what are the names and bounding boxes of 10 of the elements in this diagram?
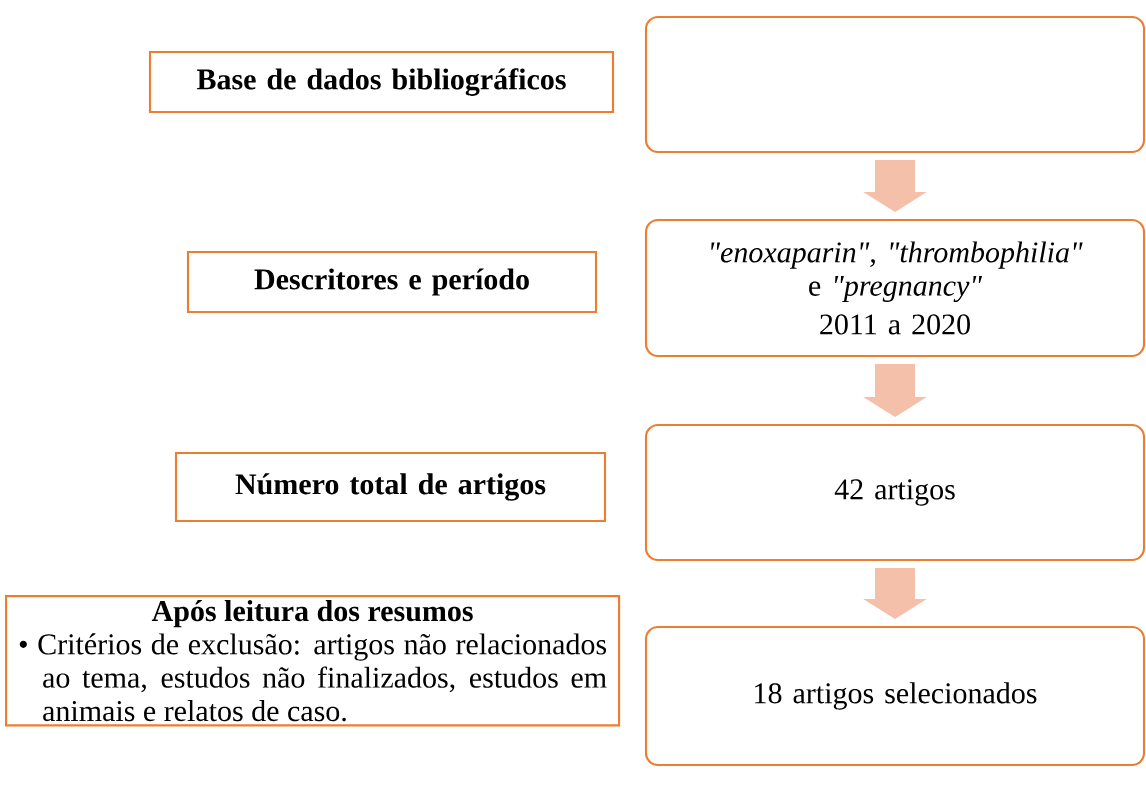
process-box: 42 artigos xyxy=(644,423,1146,562)
label-box: Descritores e período xyxy=(186,250,598,314)
box-heading: Após leitura dos resumos xyxy=(151,600,473,628)
process-box: "enoxaparin", "thrombophilia" e "pregnancy" 2011 a 2020 xyxy=(644,218,1146,358)
process-box: 18 artigos selecionados xyxy=(644,625,1146,767)
note-box xyxy=(5,595,621,727)
process-box xyxy=(644,15,1146,154)
label-box: Base de dados bibliográficos xyxy=(148,50,615,114)
bullet-item: • Critérios de exclusão: artigos não relacionados ao tema, estudos não finalizados, estudos em animais e relatos de caso. xyxy=(19,633,607,722)
label-box: Número total de artigos xyxy=(174,451,607,523)
